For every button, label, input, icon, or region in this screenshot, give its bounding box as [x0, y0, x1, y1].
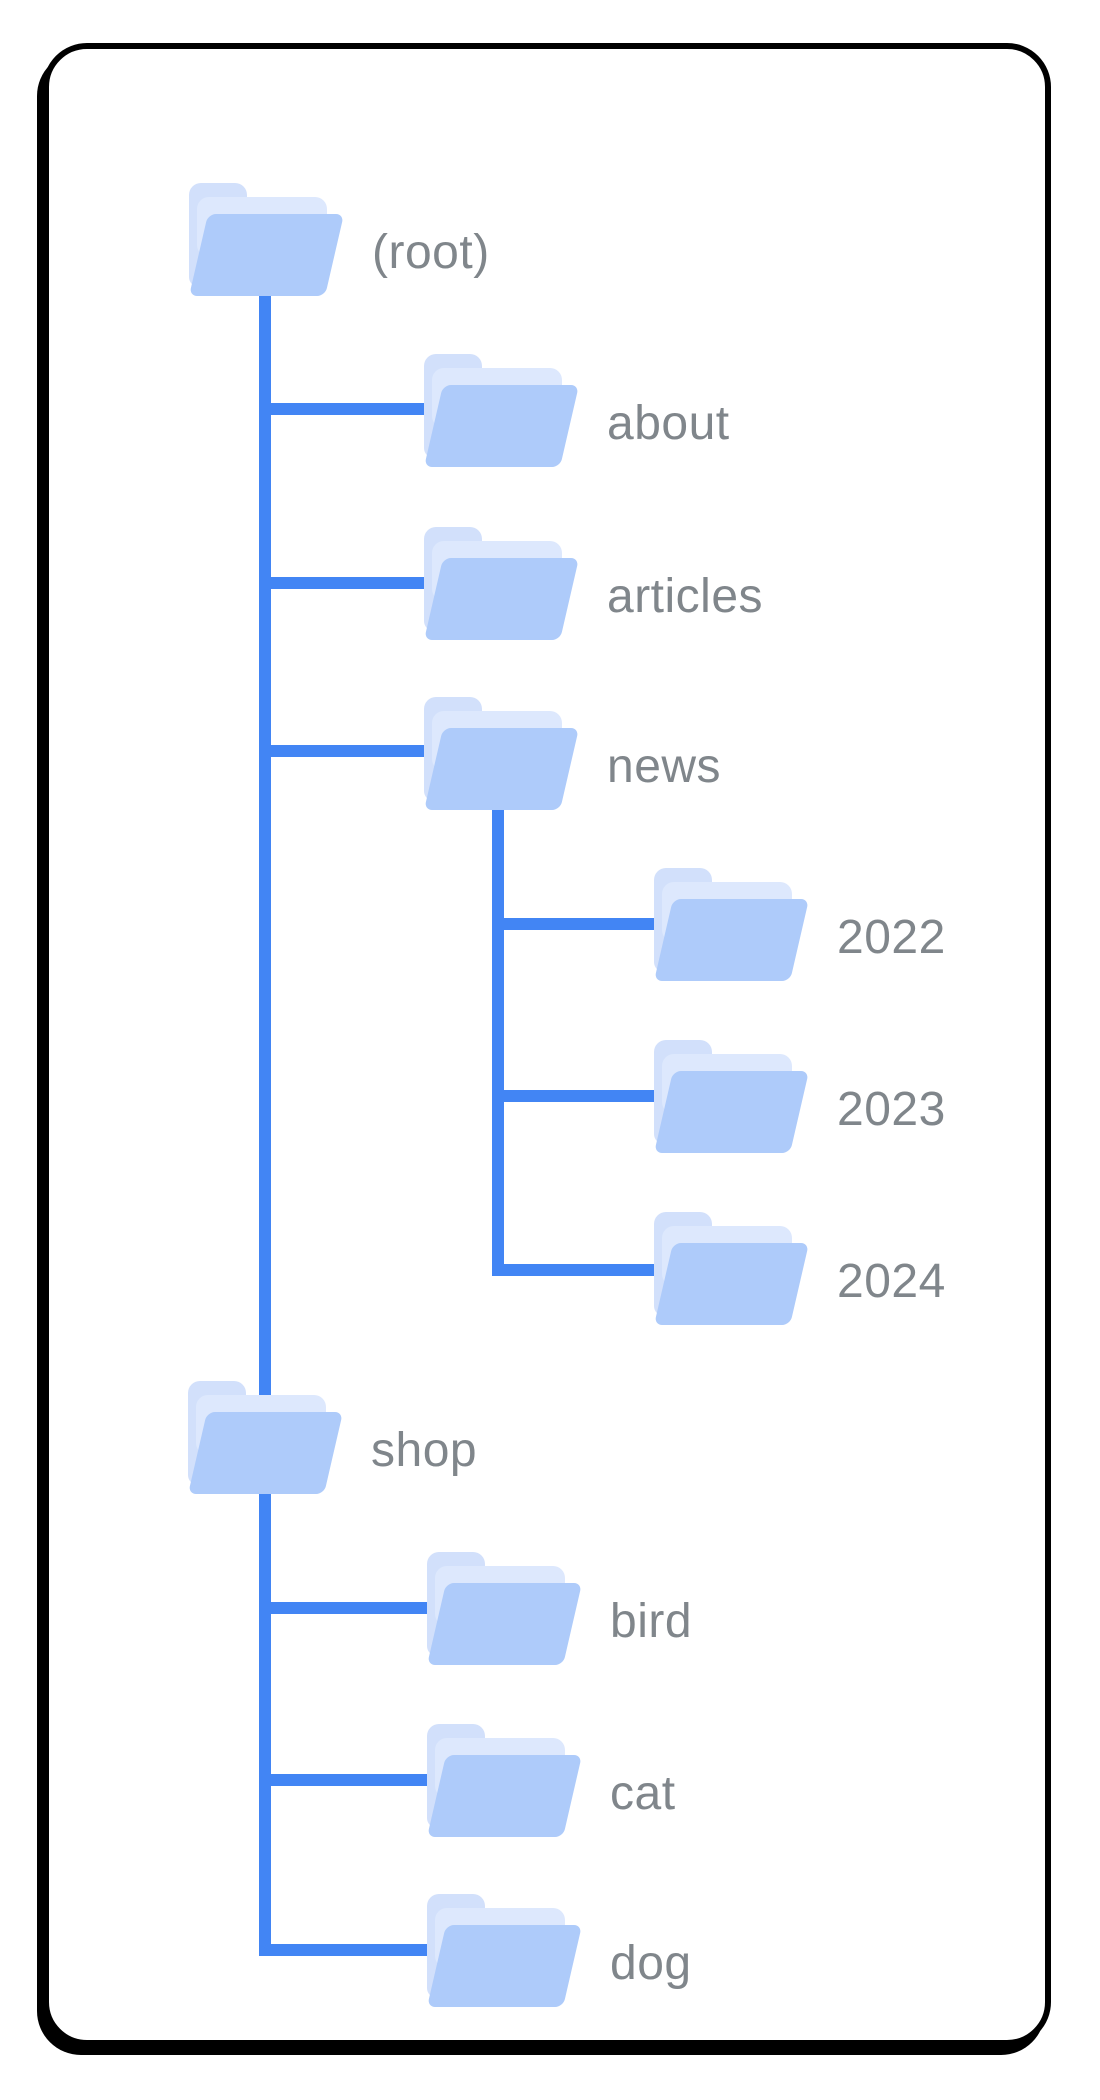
- folder-label: shop: [371, 1424, 478, 1477]
- connector-branch-news: [259, 745, 439, 757]
- folder-icon-front: [424, 385, 579, 467]
- folder-icon-front: [654, 1071, 809, 1153]
- connector-branch-about: [259, 403, 439, 415]
- folder-label: about: [607, 397, 730, 450]
- connector-branch-bird: [259, 1602, 457, 1614]
- folder-label: 2023: [837, 1083, 946, 1136]
- folder-icon: [189, 183, 344, 296]
- tree-node-2023: 2023: [654, 1040, 946, 1153]
- connector-branch-2022: [492, 918, 684, 930]
- tree-node-about: about: [424, 354, 730, 467]
- folder-label: 2024: [837, 1255, 946, 1308]
- connector-trunk-root: [259, 289, 271, 1956]
- folder-icon: [427, 1552, 582, 1665]
- tree-node-bird: bird: [427, 1552, 692, 1665]
- folder-icon: [654, 868, 809, 981]
- folder-icon-front: [427, 1925, 582, 2007]
- tree-node-shop: shop: [188, 1381, 477, 1494]
- diagram-card: (root) about articles news: [43, 43, 1051, 2046]
- connector-trunk-news: [492, 799, 504, 1276]
- folder-icon-front: [424, 728, 579, 810]
- folder-icon-front: [188, 1412, 343, 1494]
- folder-icon-front: [424, 558, 579, 640]
- folder-label: articles: [607, 570, 764, 623]
- connector-branch-2023: [492, 1090, 684, 1102]
- connector-branch-dog: [259, 1944, 457, 1956]
- tree-node-root: (root): [189, 183, 490, 296]
- folder-icon-front: [427, 1583, 582, 1665]
- tree-node-news: news: [424, 697, 721, 810]
- folder-icon-front: [427, 1755, 582, 1837]
- tree-node-2022: 2022: [654, 868, 946, 981]
- connector-branch-cat: [259, 1774, 457, 1786]
- folder-label: (root): [372, 226, 490, 279]
- folder-icon: [654, 1040, 809, 1153]
- folder-label: cat: [610, 1767, 676, 1820]
- tree-node-2024: 2024: [654, 1212, 946, 1325]
- connector-branch-articles: [259, 577, 439, 589]
- folder-icon-front: [654, 1243, 809, 1325]
- folder-icon: [654, 1212, 809, 1325]
- tree-node-dog: dog: [427, 1894, 692, 2007]
- folder-label: bird: [610, 1595, 693, 1648]
- folder-icon: [188, 1381, 343, 1494]
- folder-icon: [424, 354, 579, 467]
- folder-label: news: [607, 740, 722, 793]
- folder-label: 2022: [837, 911, 946, 964]
- tree-node-articles: articles: [424, 527, 763, 640]
- tree-node-cat: cat: [427, 1724, 676, 1837]
- folder-icon: [427, 1894, 582, 2007]
- connector-branch-2024: [492, 1264, 684, 1276]
- folder-label: dog: [610, 1937, 692, 1990]
- folder-icon: [424, 697, 579, 810]
- folder-icon-front: [189, 214, 344, 296]
- folder-icon: [427, 1724, 582, 1837]
- folder-icon: [424, 527, 579, 640]
- folder-icon-front: [654, 899, 809, 981]
